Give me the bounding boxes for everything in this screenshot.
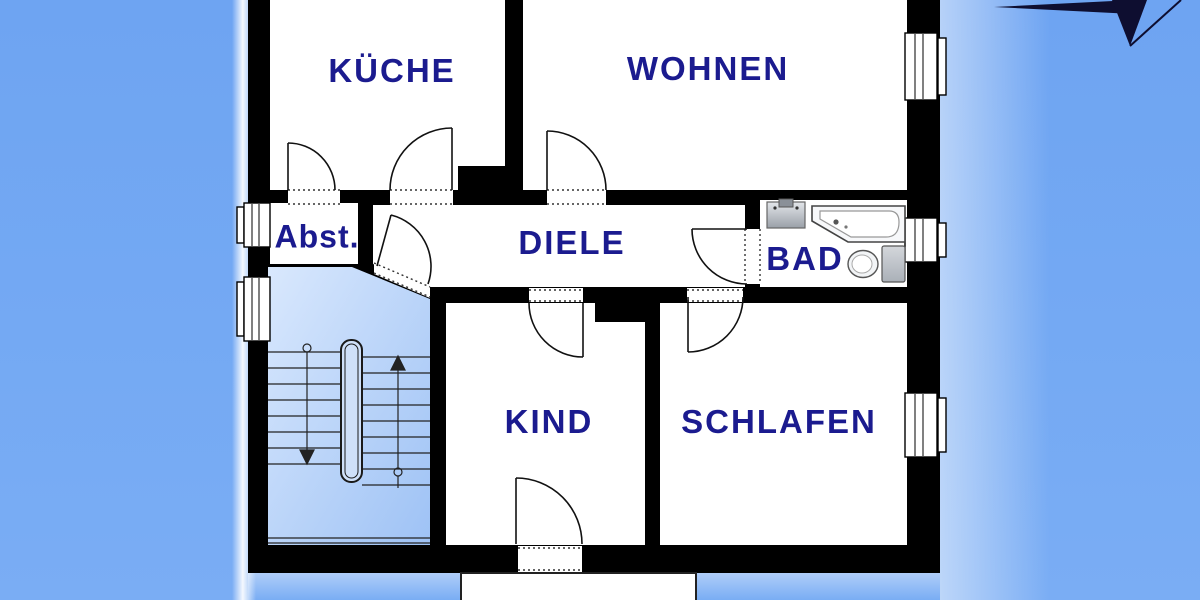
threshold-kind-terrace [518, 546, 582, 572]
window-stairwell-left [236, 276, 271, 342]
room-label-abst: Abst. [274, 218, 360, 255]
room-label-kueche: KÜCHE [328, 52, 456, 89]
staircase [268, 339, 430, 544]
door-kueche-abst [287, 142, 336, 191]
room-diele-floor [373, 205, 745, 287]
stair-treads-right [362, 356, 430, 486]
wall-pillar-2 [595, 287, 648, 322]
room-wohnen-floor [523, 0, 907, 190]
wall-pillar-1 [458, 166, 512, 205]
stair-landing-edge [268, 537, 430, 544]
threshold-kueche-abst [288, 188, 340, 207]
door-stairwell [376, 214, 432, 285]
stair-direction-down-arrow [299, 343, 315, 466]
stair-railing [340, 339, 363, 483]
window-wohnen-right [904, 32, 947, 101]
sink [766, 198, 806, 229]
threshold-kind [529, 288, 583, 302]
stair-treads-left [268, 351, 342, 465]
toilet [847, 245, 906, 283]
room-kueche-floor [270, 0, 505, 190]
room-schlafen-floor [660, 303, 907, 545]
stair-direction-up-arrow [390, 354, 406, 488]
window-abst-left [236, 202, 271, 248]
threshold-schlafen [687, 288, 743, 302]
room-kind-floor [446, 303, 645, 545]
room-label-kind: KIND [504, 403, 594, 440]
threshold-wohnen [547, 188, 606, 207]
room-label-bad: BAD [766, 240, 844, 277]
threshold-kueche-diele [390, 188, 453, 207]
room-label-wohnen: WOHNEN [626, 50, 790, 87]
bathtub [811, 205, 906, 243]
door-schlafen [687, 296, 744, 353]
room-abst-floor [270, 203, 358, 264]
room-label-diele: DIELE [518, 224, 626, 261]
doors [287, 127, 748, 545]
windows [236, 32, 947, 458]
compass-north-arrow-icon [994, 0, 1182, 47]
bathroom-fixtures [766, 198, 906, 283]
door-kueche-diele [389, 127, 453, 191]
room-label-schlafen: SCHLAFEN [681, 403, 877, 440]
threshold-bad [743, 229, 762, 284]
door-thresholds [288, 188, 762, 572]
window-schlafen-right [904, 392, 947, 458]
threshold-stairwell-diagonal [373, 262, 431, 298]
door-kind [528, 302, 584, 358]
window-bad-right [904, 217, 947, 263]
door-wohnen [546, 130, 607, 191]
door-bad [691, 228, 748, 285]
door-kind-terrace [515, 477, 583, 545]
terrace [460, 572, 697, 600]
